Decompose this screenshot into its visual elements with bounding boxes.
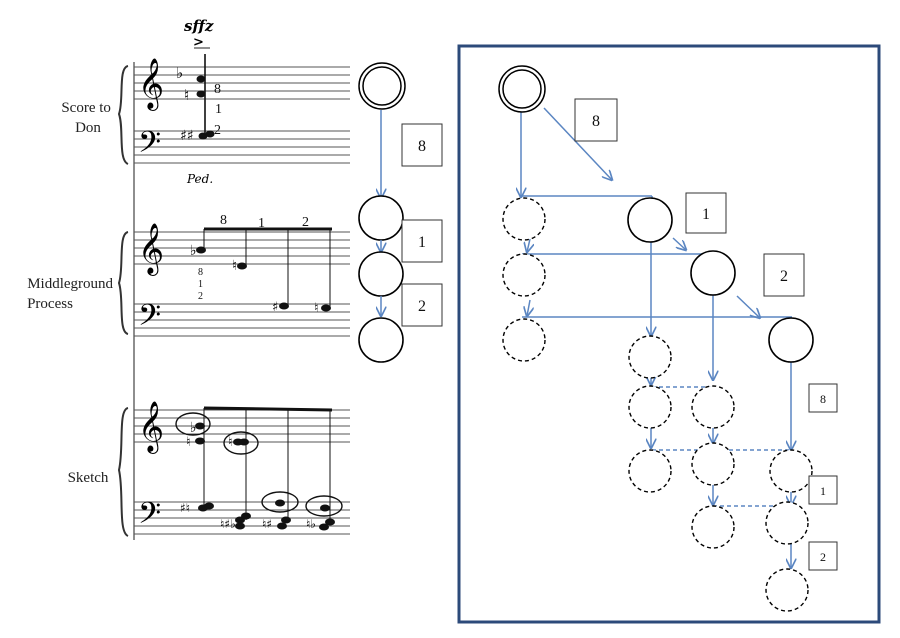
staff-bass-1 (134, 130, 350, 164)
staff-bass-2 (134, 303, 350, 337)
dashed-node (628, 449, 672, 493)
origin-node (358, 62, 406, 110)
treble-clef-icon: 𝄞 (138, 401, 164, 454)
natural-icon: ♮ (228, 435, 233, 450)
staff-treble-2 (134, 231, 350, 265)
stack-number: 1 (198, 279, 203, 290)
label-box (808, 541, 838, 571)
dashed-node (765, 501, 809, 545)
origin-node (498, 65, 546, 113)
label-box (763, 253, 805, 297)
dashed-node (502, 318, 546, 362)
label-box (808, 383, 838, 413)
label-box (401, 219, 443, 263)
dashed-node (628, 335, 672, 379)
natural-icon: ♮ (186, 435, 191, 450)
label-box-text: 2 (780, 268, 788, 285)
stack-number: 8 (198, 267, 203, 278)
label-box-text: 1 (702, 206, 710, 223)
fingering-number: 1 (215, 102, 222, 117)
label-box-text: 2 (820, 550, 826, 564)
dashed-node (691, 505, 735, 549)
system-label-middleground-process: Middleground Process (27, 276, 117, 312)
circled-note-group (223, 431, 259, 455)
dashed-node (502, 253, 546, 297)
natural-icon: ♮ (232, 258, 237, 274)
natural-icon: ♮♯♭ (220, 517, 236, 531)
treble-clef-icon: 𝄞 (138, 223, 164, 276)
staff-treble-3 (134, 409, 350, 443)
dashed-node (502, 197, 546, 241)
dashed-node (769, 449, 813, 493)
label-box (685, 192, 727, 234)
bass-clef-icon: 𝄢 (138, 299, 161, 340)
label-box-text: 8 (418, 138, 426, 155)
process-node (358, 195, 404, 241)
label-box (574, 98, 618, 142)
natural-icon: ♮ (314, 301, 319, 316)
natural-icon: ♮ (184, 86, 189, 104)
brace-icon (117, 65, 129, 165)
dashed-node (691, 385, 735, 429)
label-box (401, 123, 443, 167)
flat-icon: ♭ (190, 243, 197, 259)
label-box (401, 283, 443, 327)
score-panel: Score to Don Middleground Process Sketch (27, 17, 350, 540)
treble-clef-icon: 𝄞 (138, 58, 164, 111)
beam-number: 8 (220, 213, 227, 228)
process-node (627, 197, 673, 243)
stack-number: 2 (198, 291, 203, 302)
label-box-text: 8 (820, 392, 826, 406)
circled-note-group (305, 495, 343, 517)
label-box-text: 2 (418, 298, 426, 315)
brace-icon (117, 231, 129, 335)
pedal-marking: Ped. (186, 172, 213, 186)
label-box-text: 8 (592, 113, 600, 130)
sharp-icon: ♯♮ (180, 501, 190, 515)
process-node (358, 317, 404, 363)
beam-number: 1 (258, 216, 265, 231)
sharp-icon: ♮♯ (262, 517, 272, 531)
label-box (808, 475, 838, 505)
bass-clef-icon: 𝄢 (138, 497, 161, 538)
system-label-sketch: Sketch (68, 470, 109, 486)
sharp-icon: ♯♯ (180, 128, 194, 144)
staff-treble-1 (134, 66, 350, 100)
flat-icon: ♭ (190, 420, 197, 436)
circled-note-group (175, 412, 211, 436)
flat-icon: ♮♭ (306, 517, 316, 531)
dashed-node (765, 568, 809, 612)
label-box-text: 1 (820, 484, 826, 498)
sharp-icon: ♯ (272, 300, 278, 315)
bass-clef-icon: 𝄢 (138, 126, 161, 167)
fingering-number: 2 (214, 123, 221, 138)
brace-icon (117, 407, 129, 537)
flat-icon: ♭ (176, 64, 183, 82)
label-box-text: 1 (418, 234, 426, 251)
circled-note-group (261, 491, 299, 513)
beam-number: 2 (302, 215, 309, 230)
process-node (768, 317, 814, 363)
panel-frame (457, 44, 881, 624)
dashed-node (628, 385, 672, 429)
dynamic-marking: sffz (184, 17, 214, 35)
vertical-process: 8 1 2 (358, 62, 443, 363)
system-label-score-to-don: Score to Don (61, 100, 114, 136)
fingering-number: 8 (214, 82, 221, 97)
process-node (358, 251, 404, 297)
dashed-node (691, 442, 735, 486)
accent-marking: > (193, 35, 204, 50)
branching-process: 8 1 2 8 1 2 (457, 44, 881, 624)
process-node (690, 250, 736, 296)
